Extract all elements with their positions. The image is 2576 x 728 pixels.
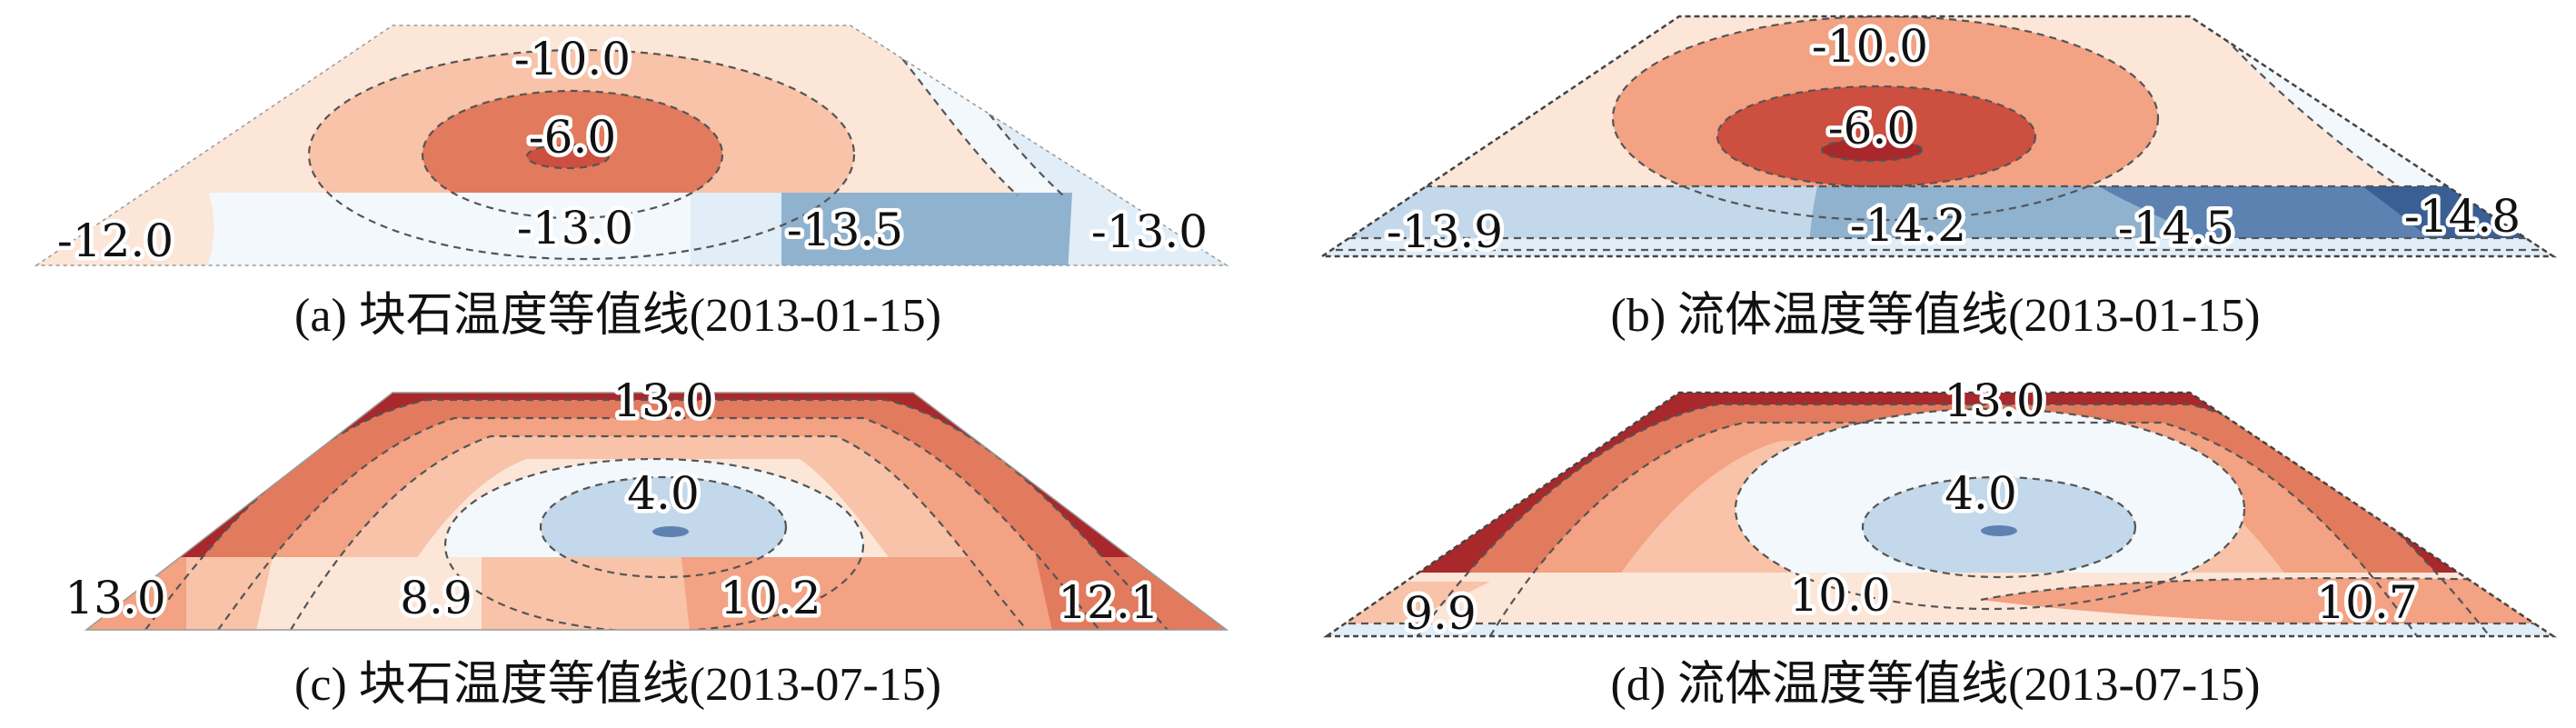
panel-a-label-6: -13.0 <box>1091 205 1208 258</box>
panel-c-iso-5 <box>539 475 788 579</box>
panel-d-label-2: 4.0 <box>1944 467 2017 520</box>
panel-a-label-3: -12.0 <box>57 214 174 267</box>
panel-d-bottom-left <box>1327 582 1490 636</box>
panel-a-bottom-right <box>781 193 1081 265</box>
panel-b-outline <box>1318 15 2558 258</box>
panel-c-iso-1 <box>144 398 1169 630</box>
panel-a-label-5: -13.5 <box>787 204 903 256</box>
panel-d-iso-4 <box>1861 475 2137 579</box>
panel-c-caption: (c) 块石温度等值线(2013-07-15) <box>294 659 941 711</box>
panel-d-label-1: 13.0 <box>1944 374 2044 427</box>
panel-c-label-5: 10.2 <box>720 572 821 624</box>
panel-a-label-2: -6.0 <box>529 111 616 164</box>
panel-c-label-1: 13.0 <box>612 374 713 427</box>
panel-b-iso-2 <box>1716 85 2037 188</box>
panel-d-outline <box>1322 391 2558 638</box>
panel-d-label-5: 10.7 <box>2316 576 2417 629</box>
panel-d-bottom-tongue <box>1981 578 2553 627</box>
panel-a-contour-field <box>36 25 1227 265</box>
panel-b-base-strip <box>1322 238 2553 256</box>
panel-b-ring-2 <box>1717 86 2035 186</box>
panel-a-caption: (a) 块石温度等值线(2013-01-15) <box>294 290 941 342</box>
panel-d-label-3: 9.9 <box>1404 587 1477 640</box>
panel-b-label-4: -14.2 <box>1850 199 1966 252</box>
panel-d-iso-1 <box>1417 403 2491 636</box>
panel-a-iso-1 <box>307 48 856 261</box>
panel-d-iso-5 <box>1980 576 2553 602</box>
panel-b-label-6: -14.8 <box>2404 190 2521 243</box>
panel-b-ring-3 <box>1822 139 1922 161</box>
panel-d-caption: (d) 流体温度等值线(2013-07-15) <box>1611 659 2261 711</box>
panel-d-label-4: 10.0 <box>1789 569 1890 622</box>
panel-c-iso-3 <box>290 434 1028 630</box>
panel-c-iso-4 <box>443 457 865 630</box>
panel-c-label-3: 13.0 <box>65 572 165 624</box>
panel-a-label-4: -13.0 <box>517 202 633 254</box>
panel-c-label-2: 4.0 <box>627 467 700 520</box>
panel-b-label-3: -13.9 <box>1387 205 1503 258</box>
panel-c-label-4: 8.9 <box>400 572 472 624</box>
panel-c-ring-7 <box>652 526 689 537</box>
panel-a-outline <box>34 25 1229 266</box>
panel-a-ring-3 <box>527 145 609 168</box>
panel-a-label-1: -10.0 <box>514 33 631 85</box>
panel-b-caption: (b) 流体温度等值线(2013-01-15) <box>1611 290 2261 342</box>
panel-d-base-strip <box>1327 623 2553 636</box>
panel-c-iso-2 <box>217 416 1100 630</box>
panel-b-iso-1 <box>1611 16 2160 222</box>
panel-b: -10.0 -6.0 -13.9 -14.2 -14.5 -14.8 (b) 流… <box>1318 15 2558 342</box>
panel-b-label-2: -6.0 <box>1828 102 1915 155</box>
panel-b-label-5: -14.5 <box>2118 202 2234 254</box>
panel-c-contour-field <box>86 393 1227 630</box>
panel-d-ring-6 <box>1981 525 2017 536</box>
panel-a-iso-3 <box>525 143 611 170</box>
panel-d-iso-2 <box>1489 421 2418 636</box>
panel-b-label-1: -10.0 <box>1812 20 1928 73</box>
panel-d-iso-3 <box>1734 407 2246 611</box>
panel-a-iso-2 <box>421 89 724 220</box>
panel-c-outline <box>84 392 1229 631</box>
panel-c-bottom-mid-left <box>254 557 482 630</box>
panel-b-contour-field <box>1322 16 2553 256</box>
panel-d: 13.0 4.0 9.9 10.0 10.7 (d) 流体温度等值线(2013-… <box>1322 371 2558 711</box>
panel-a: -10.0 -6.0 -12.0 -13.0 -13.5 -13.0 (a) 块… <box>34 25 1229 342</box>
panel-b-iso-3 <box>1820 137 1924 163</box>
panel-c-label-6: 12.1 <box>1058 576 1159 629</box>
panel-c: 13.0 4.0 13.0 8.9 10.2 12.1 (c) 块石温度等值线(… <box>61 371 1229 711</box>
panel-b-iso-4 <box>2189 16 2400 187</box>
